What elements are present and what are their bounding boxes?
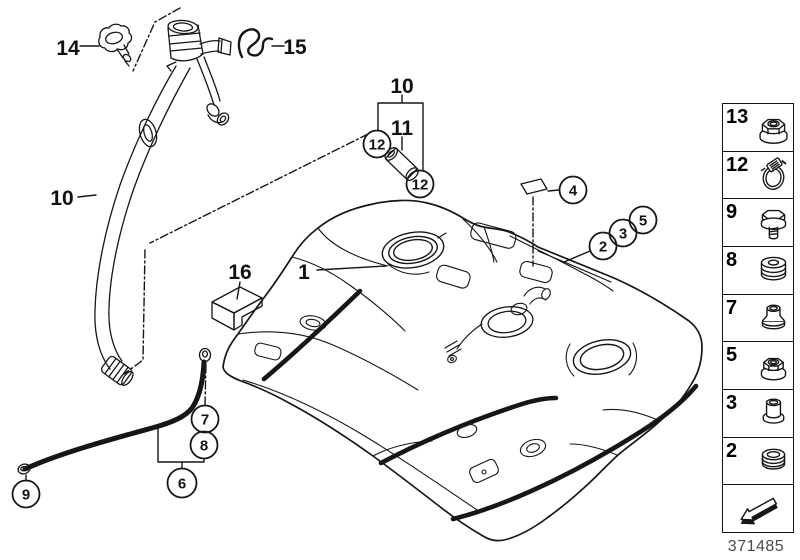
svg-text:12: 12 <box>412 177 429 194</box>
sidebar-item-7[interactable]: 7 <box>723 293 793 342</box>
callout-12-upper[interactable]: 12 <box>362 129 392 159</box>
callout-12-lower[interactable]: 12 <box>405 169 435 199</box>
sidebar-item-number: 3 <box>726 392 738 415</box>
part-label-15-clip[interactable]: 15 <box>283 36 307 59</box>
fuel-cap-drawing <box>98 23 133 67</box>
hex-bolt-icon <box>760 209 787 240</box>
spacer-block-drawing <box>211 286 263 331</box>
sidebar-item-13[interactable]: 13 <box>723 104 793 151</box>
leader-lines <box>25 7 591 482</box>
sidebar-item-number: 9 <box>726 201 738 224</box>
sidebar-item-9[interactable]: 9 <box>723 198 793 246</box>
sidebar-item-number: 12 <box>726 153 749 176</box>
sidebar-item-number: 5 <box>726 344 738 367</box>
callout-7[interactable]: 7 <box>190 404 220 434</box>
svg-text:7: 7 <box>201 412 209 429</box>
sidebar-item-5[interactable]: 5 <box>723 341 793 389</box>
grommet-icon <box>760 257 787 281</box>
flange-nut-icon <box>759 119 788 145</box>
sidebar-item-12[interactable]: 12 <box>723 150 793 199</box>
svg-text:8: 8 <box>200 438 208 455</box>
seal-ring-icon <box>761 448 786 470</box>
filler-pipe-drawing <box>94 19 232 386</box>
hose-clamp-icon <box>759 156 788 193</box>
rubber-mount-icon <box>761 304 786 330</box>
part-label-1-fuel-tank[interactable]: 1 <box>298 261 310 284</box>
flange-nut-small-icon <box>760 357 787 381</box>
sidebar-item-number: 8 <box>726 249 738 272</box>
sidebar-item-3[interactable]: 3 <box>723 389 793 437</box>
svg-text:12: 12 <box>369 137 386 154</box>
callout-9[interactable]: 9 <box>11 479 41 509</box>
svg-text:9: 9 <box>22 487 30 504</box>
info-label-sticker <box>520 178 548 195</box>
part-label-14-fuel-cap[interactable]: 14 <box>56 37 80 60</box>
sidebar-item-number: 2 <box>726 439 738 462</box>
tension-strap-drawing <box>17 347 212 475</box>
svg-text:3: 3 <box>619 226 627 243</box>
callout-4[interactable]: 4 <box>558 175 588 205</box>
part-label-11-hose[interactable]: 11 <box>391 117 414 140</box>
part-label-10-filler-pipe[interactable]: 10 <box>50 187 73 210</box>
callout-6[interactable]: 6 <box>166 467 198 499</box>
part-label-10-hose-assembly[interactable]: 10 <box>390 75 413 98</box>
callout-8[interactable]: 8 <box>189 430 219 460</box>
callout-3[interactable]: 3 <box>608 218 638 248</box>
callout-layer: 12 12 4 532 7 8 6 9 14 15 10 10 11 16 1 <box>11 36 658 509</box>
retaining-clip-drawing <box>237 28 274 59</box>
sidebar-item-8[interactable]: 8 <box>723 246 793 294</box>
part-label-16-spacer[interactable]: 16 <box>228 261 251 284</box>
spacer-sleeve-icon <box>762 398 785 425</box>
svg-text:6: 6 <box>178 476 186 493</box>
sidebar-item-2[interactable]: 2 <box>723 436 793 485</box>
direction-arrow-icon <box>740 497 778 525</box>
callout-2[interactable]: 2 <box>588 231 618 261</box>
hardware-legend-sidebar: 13 12 9 8 7 5 3 2 <box>722 103 794 533</box>
svg-text:4: 4 <box>569 183 578 200</box>
sidebar-item-arrow[interactable] <box>723 484 793 532</box>
svg-text:2: 2 <box>599 239 607 256</box>
sidebar-item-number: 13 <box>726 106 749 128</box>
svg-text:5: 5 <box>639 213 647 230</box>
figure-number: 371485 <box>727 538 785 555</box>
fuel-tank-drawing <box>222 199 703 542</box>
callout-5[interactable]: 5 <box>628 205 658 235</box>
sidebar-item-number: 7 <box>726 296 738 319</box>
